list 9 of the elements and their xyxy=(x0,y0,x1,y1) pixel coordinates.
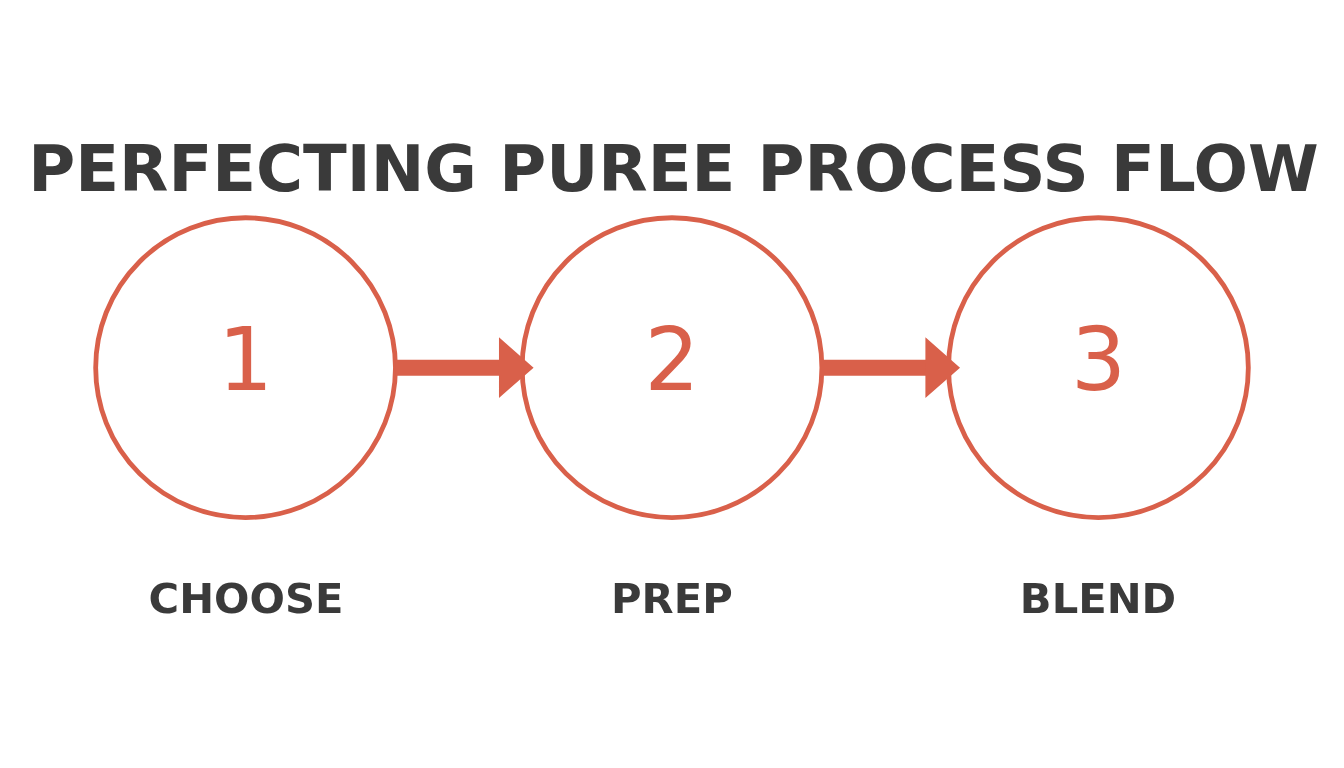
node-circle: 2 xyxy=(519,214,825,520)
node-label: CHOOSE xyxy=(148,573,344,623)
node-circle: 1 xyxy=(93,214,398,520)
node-label: BLEND xyxy=(1019,573,1177,623)
node-circle: 3 xyxy=(946,214,1251,520)
arrow xyxy=(395,336,534,398)
node-label: PREP xyxy=(611,573,733,623)
arrow xyxy=(822,336,961,398)
diagram-title: PERFECTING PUREE PROCESS FLOW xyxy=(28,130,1319,206)
